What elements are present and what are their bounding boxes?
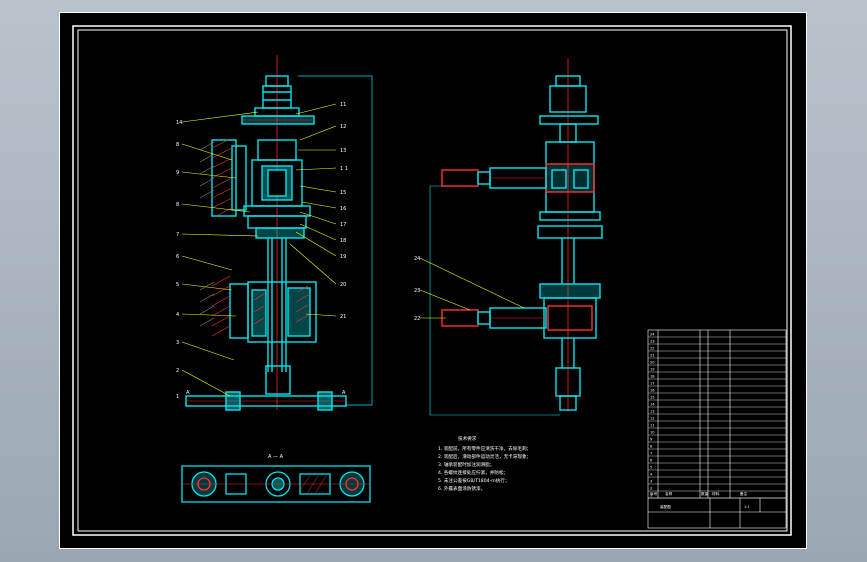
balloons-side: 24 23 22 [414, 256, 420, 322]
svg-text:22: 22 [414, 316, 420, 322]
svg-text:19: 19 [340, 254, 346, 260]
svg-text:5. 未注公差按GB/T1804-m执行；: 5. 未注公差按GB/T1804-m执行； [438, 477, 509, 484]
svg-text:14: 14 [176, 120, 182, 126]
title-block-row-number: 20 [650, 361, 655, 365]
svg-text:2. 装配后，滑动部件运动灵活，无卡滞现象；: 2. 装配后，滑动部件运动灵活，无卡滞现象； [438, 453, 531, 460]
svg-text:11: 11 [340, 102, 346, 108]
svg-text:1. 装配前，所有零件应清洗干净，去除毛刺；: 1. 装配前，所有零件应清洗干净，去除毛刺； [438, 445, 531, 452]
svg-text:6. 外露表面涂防锈漆。: 6. 外露表面涂防锈漆。 [438, 485, 485, 492]
svg-text:12: 12 [340, 124, 346, 130]
title-block-row-number: 8 [650, 445, 653, 449]
svg-text:9: 9 [176, 170, 179, 176]
svg-text:8: 8 [176, 142, 179, 148]
svg-text:23: 23 [414, 288, 420, 294]
title-block-row-number: 9 [650, 438, 653, 442]
title-block-row-number: 6 [650, 459, 653, 463]
svg-text:A: A [186, 390, 190, 396]
title-block-row-number: 18 [650, 375, 655, 379]
title-block-row-number: 21 [650, 354, 655, 358]
leader-lines-right [289, 103, 337, 317]
title-block-row-number: 13 [650, 410, 655, 414]
svg-text:20: 20 [340, 282, 346, 288]
technical-notes: 技术要求 1. 装配前，所有零件应清洗干净，去除毛刺； 2. 装配后，滑动部件运… [438, 435, 531, 492]
title-block-row-number: 12 [650, 417, 655, 421]
svg-text:4. 各螺纹连接处应拧紧，并防松；: 4. 各螺纹连接处应拧紧，并防松； [438, 469, 508, 476]
title-block-row-number: 23 [650, 340, 655, 344]
title-block-header: 序号 名称 数量 材料 备注 装配图 1:1 [650, 491, 750, 509]
svg-text:1: 1 [176, 394, 179, 400]
svg-text:17: 17 [340, 222, 346, 228]
wall-hatch-dark [199, 141, 215, 327]
leader-lines-side [419, 257, 525, 319]
outline-box [298, 75, 373, 406]
svg-text:A: A [342, 390, 346, 396]
svg-text:18: 18 [340, 238, 346, 244]
svg-text:8: 8 [176, 202, 179, 208]
svg-text:15: 15 [340, 190, 346, 196]
section-marks: A A [186, 390, 346, 396]
leader-lines-left [181, 111, 259, 397]
title-block-row-number: 11 [650, 424, 655, 428]
title-block-row-number: 19 [650, 368, 655, 372]
front-view [185, 55, 373, 411]
balloons-left: 14 8 9 8 7 6 5 4 3 2 1 [176, 120, 182, 400]
title-block-row-number: 15 [650, 396, 655, 400]
title-block-row-number: 1 [650, 494, 652, 498]
title-block-row-number: 22 [650, 347, 655, 351]
svg-text:21: 21 [340, 314, 346, 320]
svg-text:3: 3 [176, 340, 179, 346]
svg-text:数量: 数量 [701, 491, 709, 496]
title-block-row-number: 10 [650, 431, 655, 435]
svg-text:4: 4 [176, 312, 179, 318]
svg-text:5: 5 [176, 282, 179, 288]
svg-text:序号: 序号 [650, 491, 658, 496]
title-block-row-number: 4 [650, 473, 653, 477]
section-hatch [299, 475, 327, 493]
title-block-row-number: 2 [650, 487, 652, 491]
title-block-row-number: 14 [650, 403, 655, 407]
title-block-row-number: 5 [650, 466, 652, 470]
drawing-sheet[interactable] [59, 12, 807, 549]
svg-text:技术要求: 技术要求 [458, 435, 477, 442]
section-view [181, 465, 371, 503]
drawing-border [77, 29, 788, 532]
title-block-row-number: 16 [650, 389, 655, 393]
balloons-right: 11 12 13 1 1 15 16 17 18 19 20 21 [340, 102, 348, 320]
svg-text:24: 24 [414, 256, 420, 262]
side-view [429, 58, 603, 416]
title-block-row-number: 24 [650, 333, 655, 337]
svg-text:装配图: 装配图 [660, 504, 671, 509]
svg-text:7: 7 [176, 232, 179, 238]
sheet-border [72, 25, 792, 536]
title-block-row-number: 3 [650, 480, 652, 484]
svg-text:名称: 名称 [665, 491, 673, 496]
title-block-row-number: 17 [650, 382, 655, 386]
svg-text:6: 6 [176, 254, 179, 260]
title-block [647, 329, 787, 529]
svg-text:备注: 备注 [740, 491, 748, 496]
svg-text:16: 16 [340, 206, 346, 212]
svg-text:1 1: 1 1 [340, 166, 348, 172]
svg-text:1:1: 1:1 [744, 505, 750, 509]
svg-text:3. 轴承装配时加注润滑脂；: 3. 轴承装配时加注润滑脂； [438, 461, 494, 468]
svg-text:13: 13 [340, 148, 346, 154]
section-title: A — A [268, 454, 284, 460]
title-block-row-number: 7 [650, 452, 652, 456]
svg-text:材料: 材料 [712, 491, 720, 496]
svg-text:2: 2 [176, 368, 179, 374]
